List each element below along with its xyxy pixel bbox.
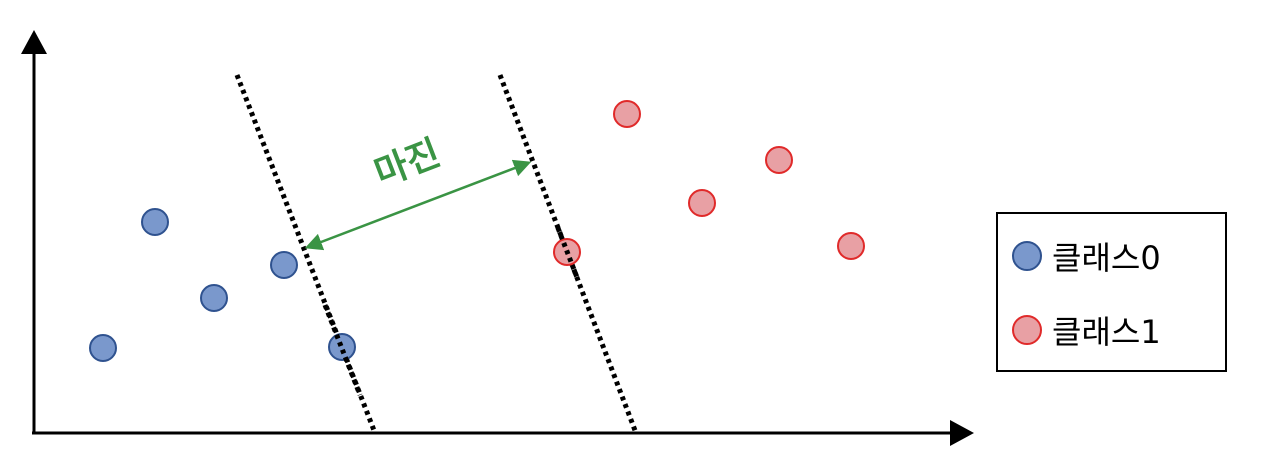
x-axis-arrowhead [950, 420, 974, 446]
legend: 클래스0 클래스1 [996, 212, 1227, 372]
margin-label: 마진 [369, 133, 446, 195]
legend-label: 클래스0 [1052, 239, 1161, 277]
class1-point [837, 232, 865, 260]
y-axis-arrowhead [21, 30, 47, 54]
legend-item-class1: 클래스1 [1012, 310, 1161, 351]
legend-label: 클래스1 [1052, 313, 1161, 351]
class1-legend-dot [1012, 315, 1042, 345]
class1-point [613, 100, 641, 128]
class0-point [200, 284, 228, 312]
left-margin-line [234, 74, 378, 434]
legend-item-class0: 클래스0 [1012, 236, 1161, 277]
class0-point [270, 251, 298, 279]
class0-point [328, 333, 356, 361]
class1-point [765, 146, 793, 174]
class1-point [688, 189, 716, 217]
class0-point [89, 334, 117, 362]
margin-arrow [304, 159, 532, 251]
class0-point [141, 208, 169, 236]
class0-legend-dot [1012, 241, 1042, 271]
left-margin-line-overlay [322, 304, 363, 396]
right-margin-line-overlay [555, 227, 581, 281]
